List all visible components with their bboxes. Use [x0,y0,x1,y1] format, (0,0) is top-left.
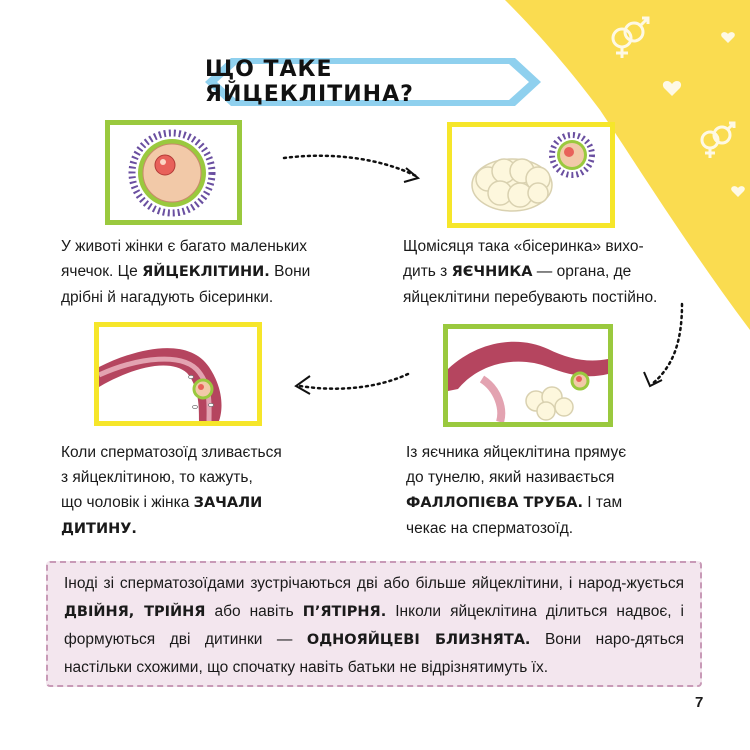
egg-cell-illustration [105,120,242,225]
twins-info-box: Іноді зі сперматозоїдами зустрічаються д… [46,561,702,687]
paragraph-egg-cells: У животі жінки є багато маленьких ячечок… [61,238,311,306]
fertilization-illustration [94,322,262,426]
title-banner: Що таке яйцеклітина? [205,56,541,108]
page-number: 7 [695,694,704,711]
paragraph-conception: Коли сперматозоїд зливається з яйцекліти… [61,444,282,537]
arrow-left-icon [294,372,410,395]
ovary-illustration [447,122,615,228]
fallopian-tube-illustration [443,324,613,427]
arrow-down-icon [643,302,684,388]
arrow-right-icon [282,154,421,183]
paragraph-fallopian-tube: Із яєчника яйцеклітина прямує до тунелю,… [406,444,627,537]
heart-icon [662,32,745,197]
page-title: Що таке яйцеклітина? [205,57,414,107]
gender-symbols-icon [611,16,736,158]
paragraph-ovary: Щомісяця така «бісеринка» вихо- дить з Я… [403,238,658,306]
